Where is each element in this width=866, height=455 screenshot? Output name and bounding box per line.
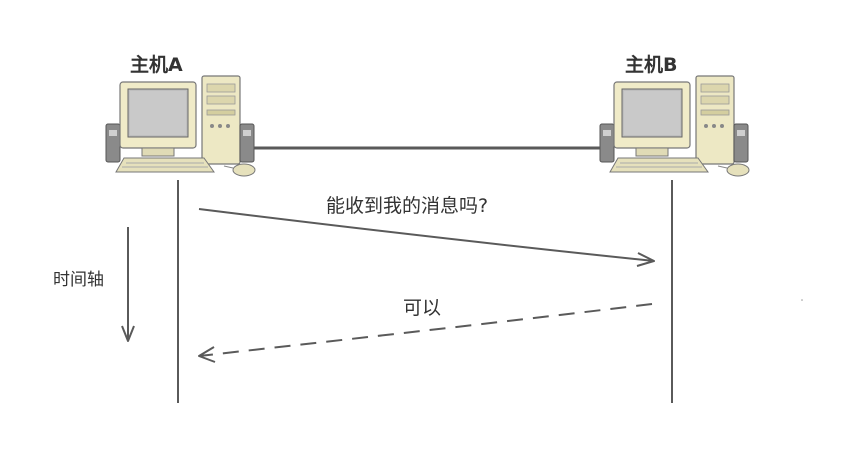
request-arrow [198,208,655,267]
time-axis-label: 时间轴 [53,270,104,290]
host-b-computer-icon [599,75,750,177]
host-b-label: 主机B [625,54,678,76]
reply-message-label: 可以 [403,297,442,319]
stray-dot [801,299,803,301]
time-axis-arrow [121,227,135,342]
host-a-label: 主机A [130,54,183,76]
reply-arrow [198,303,653,363]
host-a-computer-icon [105,75,256,177]
request-message-label: 能收到我的消息吗? [326,195,489,217]
